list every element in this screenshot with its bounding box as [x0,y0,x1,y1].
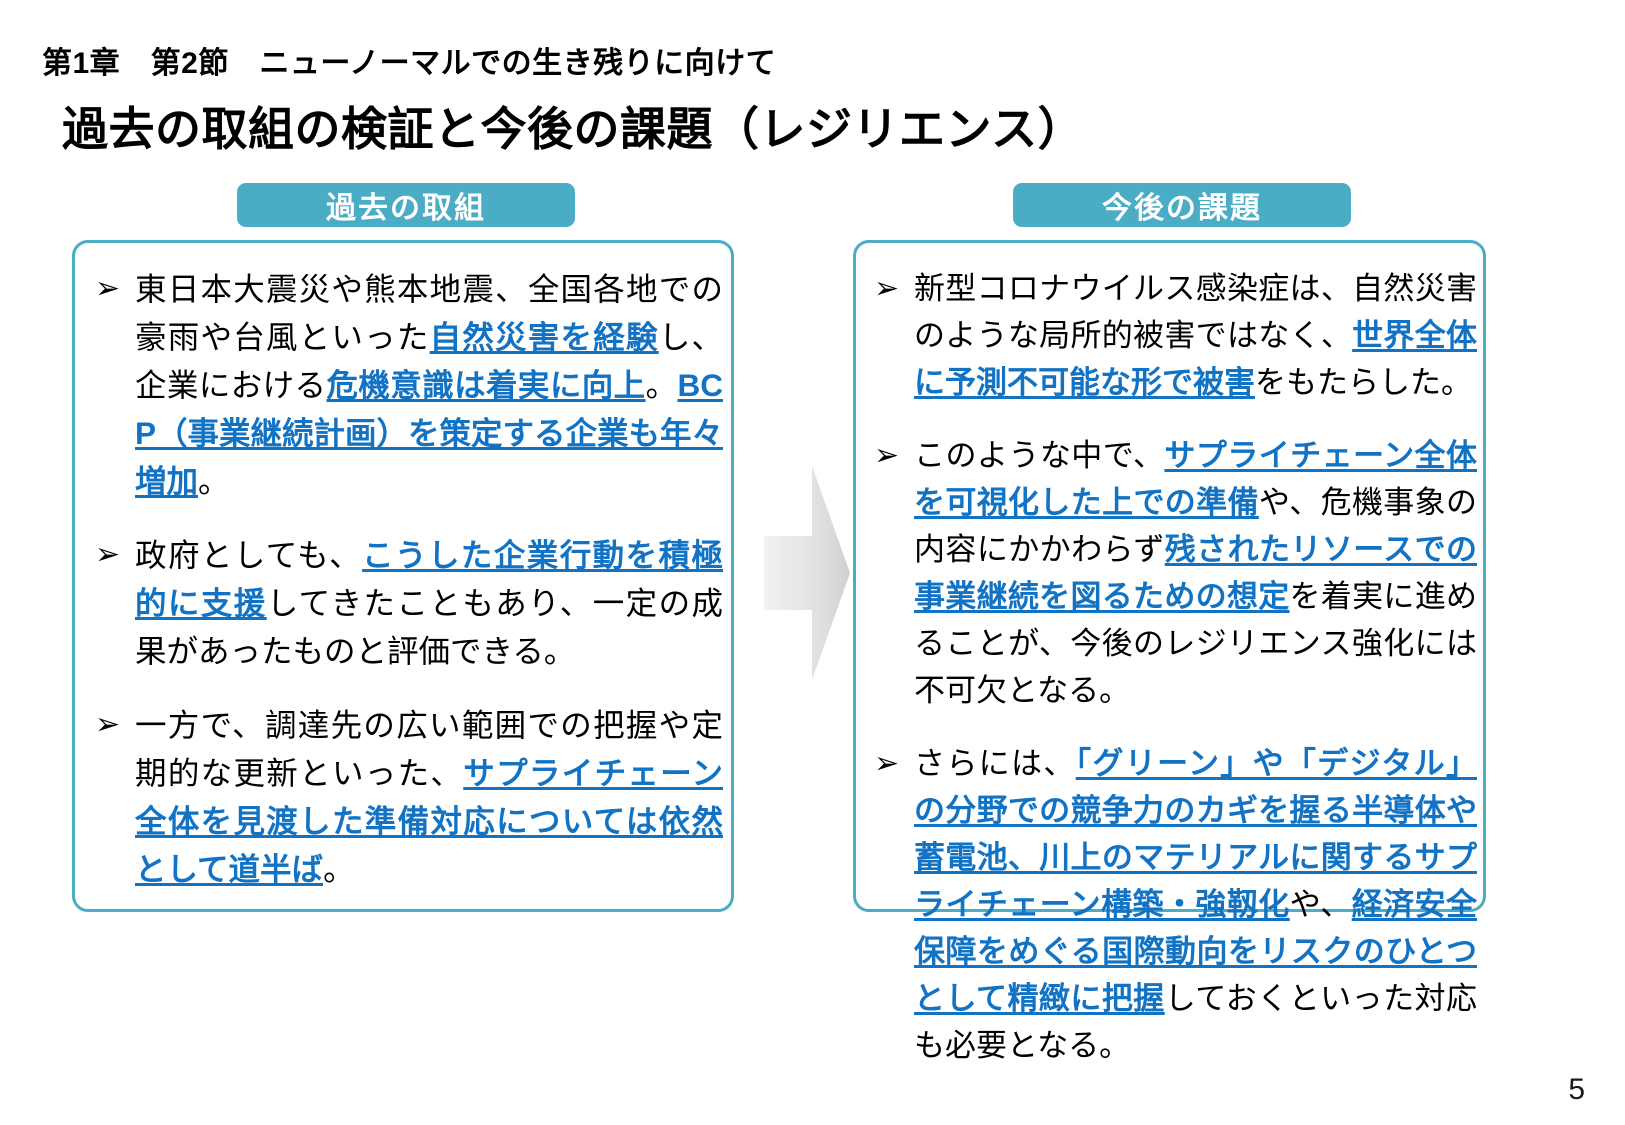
page-number: 5 [1568,1073,1585,1106]
plain-phrase: や、 [1289,887,1352,922]
bullet-arrow-icon: ➢ [874,439,900,472]
highlighted-phrase: こうした企業行動を積極的に支援 [135,537,723,621]
plain-phrase: しておくといった対応も必要となる。 [914,981,1477,1063]
past-efforts-bullet-list: ➢ 東日本大震災や熊本地震、全国各地での豪雨や台風といった自然災害を経験し、企業に… [75,243,731,893]
bullet-arrow-icon: ➢ [95,708,121,741]
highlighted-phrase: サプライチェーン全体を見渡した準備対応については依然として道半ば [135,755,723,887]
highlighted-phrase: 「グリーン」や「デジタル」の分野での競争力のカギを握る半導体や蓄電池、川上のマテ… [914,746,1477,922]
column-badge-past-efforts: 過去の取組 [237,183,575,227]
list-item: ➢ 政府としても、こうした企業行動を積極的に支援してきたこともあり、一定の成果があ… [95,531,723,675]
plain-phrase: を着実に進めることが、今後のレジリエンス強化には不可欠となる。 [914,579,1478,708]
bullet-arrow-icon: ➢ [95,538,121,571]
plain-phrase: 政府としても、 [135,537,363,573]
list-item-text: 東日本大震災や熊本地震、全国各地での豪雨や台風といった自然災害を経験し、企業にお… [135,265,723,505]
bullet-arrow-icon: ➢ [95,272,121,305]
highlighted-phrase: 危機意識は着実に向上 [326,367,646,403]
future-issues-bullet-list: ➢ 新型コロナウイルス感染症は、自然災害のような局所的被害ではなく、世界全体に予測… [856,243,1483,1069]
list-item-text: 一方で、調達先の広い範囲での把握や定期的な更新といった、サプライチェーン全体を見… [135,701,723,893]
list-item: ➢ 東日本大震災や熊本地震、全国各地での豪雨や台風といった自然災害を経験し、企業に… [95,265,723,505]
list-item-text: 新型コロナウイルス感染症は、自然災害のような局所的被害ではなく、世界全体に予測不… [914,265,1477,406]
right-arrow-icon [764,466,850,680]
plain-phrase: 一方で、調達先の広い範囲での把握や定期的な更新といった、 [135,707,723,791]
highlighted-phrase: BCP（事業継続計画）を策定する企業も年々増加 [135,367,724,499]
plain-phrase: し、企業における [135,319,723,403]
list-item: ➢ 新型コロナウイルス感染症は、自然災害のような局所的被害ではなく、世界全体に予測… [874,265,1477,406]
plain-phrase: をもたらした。 [1255,365,1472,400]
column-badge-future-issues: 今後の課題 [1013,183,1351,227]
list-item-text: このような中で、サプライチェーン全体を可視化した上での準備や、危機事象の内容にか… [914,432,1477,714]
chapter-section-label: 第1章 第2節 ニューノーマルでの生き残りに向けて [42,47,777,80]
highlighted-phrase: サプライチェーン全体を可視化した上での準備 [914,438,1477,520]
highlighted-phrase: 残されたリソースでの事業継続を図るための想定 [914,532,1477,614]
past-efforts-box: ➢ 東日本大震災や熊本地震、全国各地での豪雨や台風といった自然災害を経験し、企業に… [72,240,734,912]
plain-phrase: 東日本大震災や熊本地震、全国各地での豪雨や台風といった [135,271,723,355]
highlighted-phrase: 経済安全保障をめぐる国際動向をリスクのひとつとして精緻に把握 [914,887,1478,1016]
list-item: ➢ このような中で、サプライチェーン全体を可視化した上での準備や、危機事象の内容に… [874,432,1477,714]
bullet-arrow-icon: ➢ [874,272,900,305]
highlighted-phrase: 世界全体に予測不可能な形で被害 [914,318,1478,400]
plain-phrase: や、危機事象の内容にかかわらず [914,485,1478,567]
plain-phrase: 新型コロナウイルス感染症は、自然災害のような局所的被害ではなく、 [914,271,1477,353]
plain-phrase: さらには、 [914,746,1076,781]
list-item-text: 政府としても、こうした企業行動を積極的に支援してきたこともあり、一定の成果があっ… [135,531,723,675]
plain-phrase: 。 [645,367,678,403]
plain-phrase: してきたこともあり、一定の成果があったものと評価できる。 [135,585,723,669]
plain-phrase: このような中で、 [914,438,1165,473]
list-item-text: さらには、「グリーン」や「デジタル」の分野での競争力のカギを握る半導体や蓄電池、… [914,740,1477,1069]
future-issues-box: ➢ 新型コロナウイルス感染症は、自然災害のような局所的被害ではなく、世界全体に予測… [853,240,1486,1063]
list-item: ➢ 一方で、調達先の広い範囲での把握や定期的な更新といった、サプライチェーン全体を… [95,701,723,893]
list-item: ➢ さらには、「グリーン」や「デジタル」の分野での競争力のカギを握る半導体や蓄電池… [874,740,1477,1069]
bullet-arrow-icon: ➢ [874,747,900,780]
plain-phrase: 。 [198,463,230,499]
page-title: 過去の取組の検証と今後の課題（レジリエンス） [62,103,1085,155]
plain-phrase: 。 [323,851,355,887]
highlighted-phrase: 自然災害を経験 [429,319,659,355]
